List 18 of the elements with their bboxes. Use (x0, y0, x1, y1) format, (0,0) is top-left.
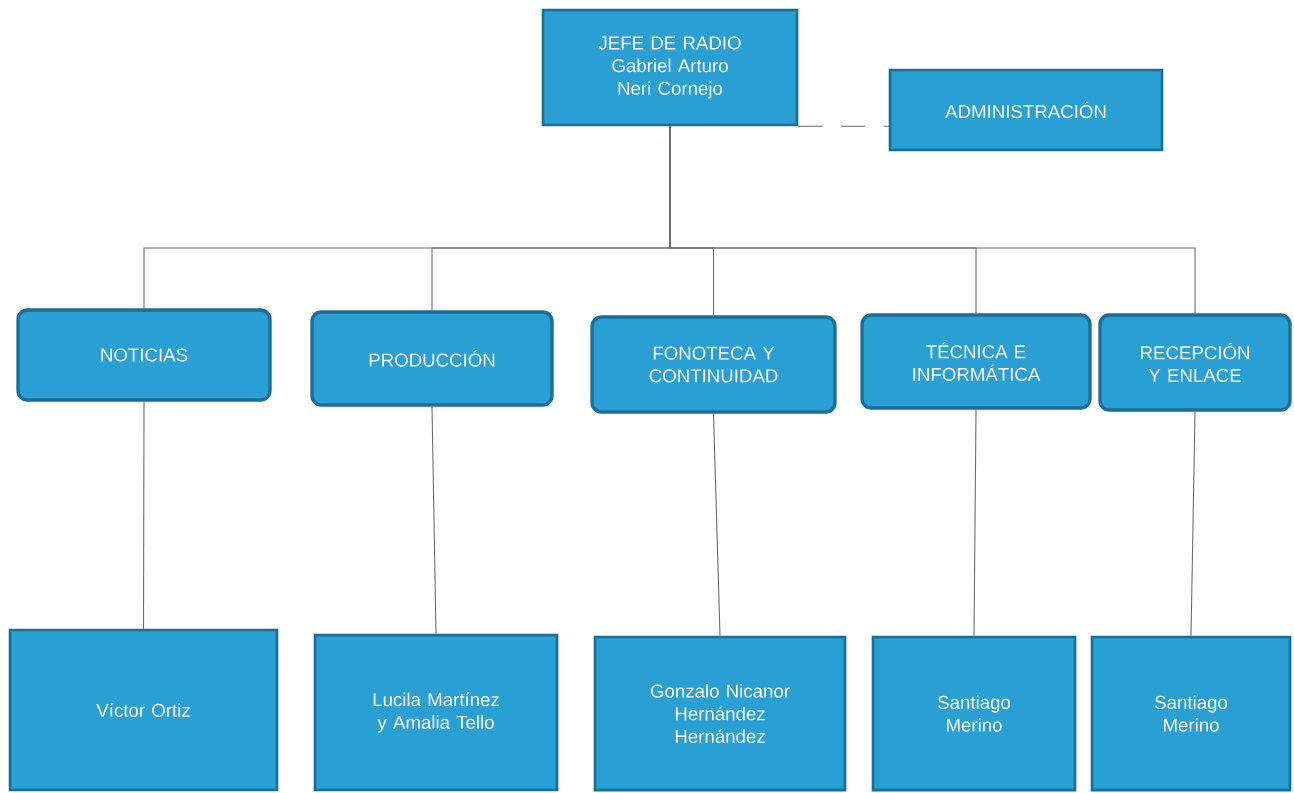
connector-line (973, 409, 977, 637)
department-box: NOTICIAS (16, 308, 272, 402)
connector-line (142, 401, 145, 630)
department-box: FONOTECA Y CONTINUIDAD (590, 315, 837, 414)
connector-line (712, 413, 721, 637)
person-box: Gonzalo Nicanor Hernández Hernández (593, 635, 847, 792)
department-box: RECEPCIÓN Y ENLACE (1098, 313, 1292, 412)
person-box: Santiago Merino (871, 635, 1077, 792)
person-box: Santiago Merino (1090, 635, 1292, 792)
department-box: PRODUCCIÓN (310, 310, 554, 407)
department-box: TÉCNICA E INFORMÁTICA (860, 313, 1092, 410)
connector-line (669, 125, 1196, 314)
department-box: ADMINISTRACIÓN (888, 68, 1164, 152)
person-box: Lucila Martínez y Amalia Tello (313, 633, 559, 792)
head-box: JEFE DE RADIO Gabriel Arturo Neri Cornejo (541, 8, 799, 127)
connector-line (1190, 411, 1196, 637)
person-box: Víctor Ortiz (8, 628, 279, 792)
connector-line (431, 406, 437, 635)
